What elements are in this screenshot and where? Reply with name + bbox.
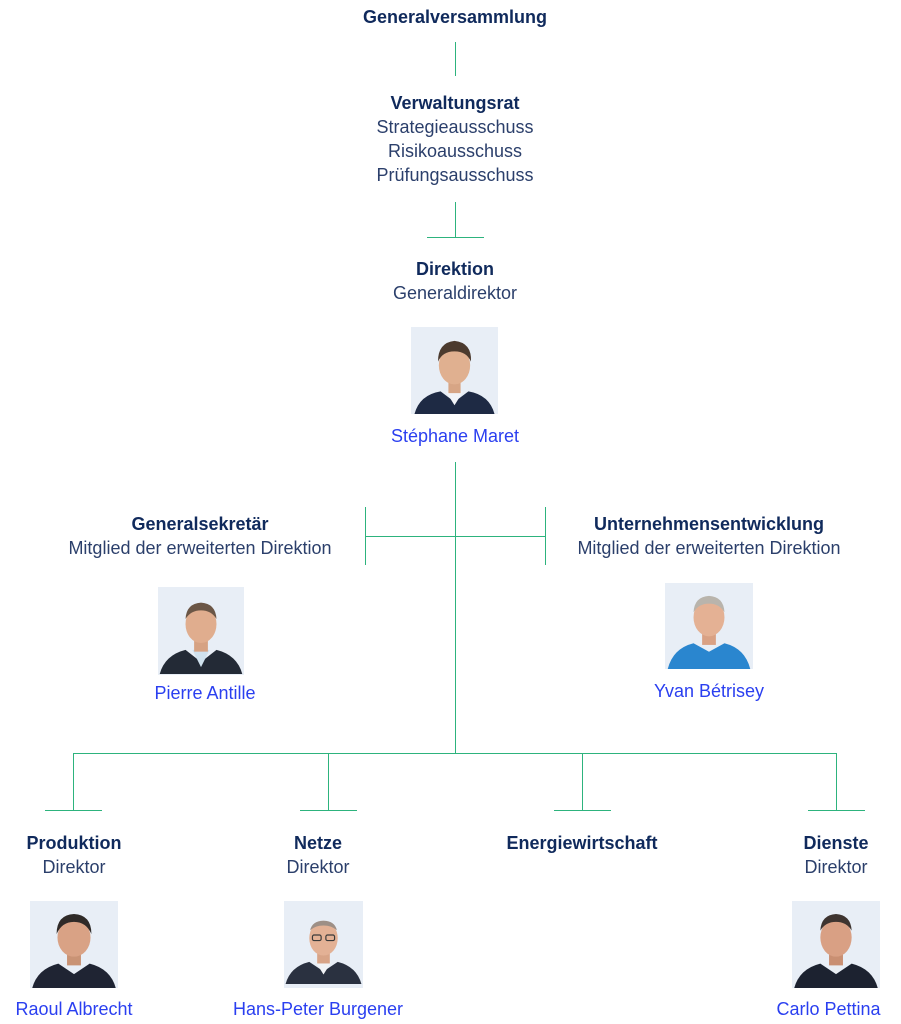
portrait-svg (666, 583, 752, 669)
direction-node: Direktion Generaldirektor (305, 257, 605, 305)
board-title: Verwaltungsrat (390, 93, 520, 113)
dept-produktion-role: Direktor (42, 857, 106, 877)
portrait-svg (284, 905, 363, 984)
development-node: Unternehmensentwicklung Mitglied der erw… (549, 512, 869, 560)
connector-dept-energiewirtschaft-tee (554, 810, 611, 811)
board-node: Verwaltungsrat Strategieausschuss Risiko… (305, 91, 605, 187)
dept-dienste-title: Dienste (803, 833, 869, 853)
person-link-netze[interactable]: Hans-Peter Burgener (232, 999, 404, 1019)
connector-dept-energiewirtschaft (582, 753, 583, 811)
portrait-icon[interactable] (30, 901, 118, 988)
assembly-node: Generalversammlung (305, 5, 605, 29)
connector-dept-dienste (836, 753, 837, 811)
dept-netze-role: Direktor (286, 857, 350, 877)
connector-dept-produktion-tee (45, 810, 102, 811)
connector-staff-bar (365, 536, 545, 537)
committee-strategy: Strategieausschuss (376, 117, 534, 137)
dept-energiewirtschaft-title: Energiewirtschaft (506, 833, 658, 853)
person-link-dienste[interactable]: Carlo Pettina (776, 999, 881, 1019)
connector-board-direction (455, 202, 456, 238)
dept-dienste-node: Dienste Direktor (766, 831, 901, 879)
connector-assembly-board (455, 42, 456, 76)
portrait-svg (30, 901, 118, 988)
committee-risk: Risikoausschuss (387, 141, 523, 161)
dept-netze-node: Netze Direktor (238, 831, 398, 879)
connector-dept-netze-tee (300, 810, 357, 811)
secretary-node: Generalsekretär Mitglied der erweiterten… (40, 512, 360, 560)
assembly-title: Generalversammlung (362, 7, 548, 27)
committee-audit: Prüfungsausschuss (376, 165, 534, 185)
development-title: Unternehmensentwicklung (593, 514, 825, 534)
portrait-icon[interactable] (792, 901, 880, 988)
portrait-svg (411, 327, 498, 414)
connector-departments-bar (73, 753, 837, 754)
secretary-title: Generalsekretär (131, 514, 269, 534)
connector-dept-netze (328, 753, 329, 811)
portrait-icon[interactable] (158, 587, 244, 675)
person-link-development[interactable]: Yvan Bétrisey (653, 681, 765, 701)
portrait-svg (158, 588, 244, 674)
dept-netze-title: Netze (293, 833, 342, 853)
connector-secretary-tee (365, 507, 366, 565)
person-link-secretary[interactable]: Pierre Antille (154, 683, 256, 703)
portrait-icon[interactable] (665, 583, 753, 669)
connector-board-tee (427, 237, 484, 238)
dept-energiewirtschaft-node: Energiewirtschaft (492, 831, 672, 855)
dept-produktion-node: Produktion Direktor (0, 831, 148, 879)
portrait-icon[interactable] (411, 327, 498, 414)
dept-produktion-title: Produktion (26, 833, 122, 853)
direction-role: Generaldirektor (392, 283, 518, 303)
secretary-role: Mitglied der erweiterten Direktion (68, 538, 332, 558)
dept-dienste-role: Direktor (804, 857, 868, 877)
person-link-direction[interactable]: Stéphane Maret (390, 426, 520, 446)
connector-dept-dienste-tee (808, 810, 865, 811)
portrait-icon[interactable] (284, 901, 363, 988)
connector-development-tee (545, 507, 546, 565)
direction-title: Direktion (415, 259, 494, 279)
person-link-produktion[interactable]: Raoul Albrecht (15, 999, 133, 1019)
development-role: Mitglied der erweiterten Direktion (577, 538, 841, 558)
connector-main-trunk (455, 462, 456, 754)
portrait-svg (792, 901, 880, 988)
connector-dept-produktion (73, 753, 74, 811)
